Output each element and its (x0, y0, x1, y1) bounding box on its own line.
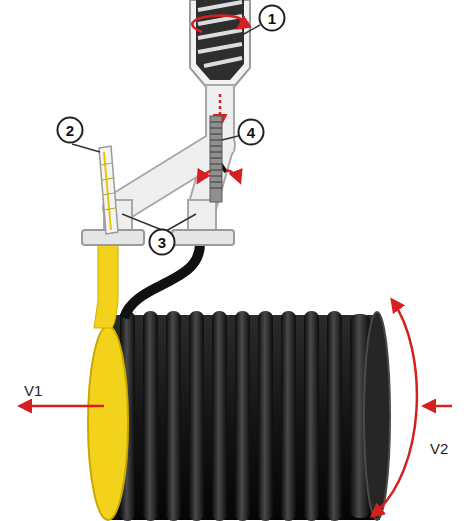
callout-number: 3 (148, 228, 176, 256)
ribbed-heater (210, 116, 222, 202)
velocity-label: V1 (24, 382, 42, 399)
callout-circle: 4 (237, 118, 265, 146)
callout-circle: 2 (56, 116, 84, 144)
callout-circle: 3 (148, 228, 176, 256)
additive-tube (99, 146, 118, 234)
corrugated-pipe (88, 311, 390, 521)
velocity-label: V2 (430, 440, 448, 457)
callout-number: 2 (56, 116, 84, 144)
callout-circle: 1 (258, 4, 286, 32)
motion-arrow (20, 300, 452, 516)
y-splitter (82, 84, 240, 245)
callout-number: 4 (237, 118, 265, 146)
screw-hopper (190, 0, 250, 88)
callout-number: 1 (258, 4, 286, 32)
leader-line (72, 25, 260, 231)
yellow-melt-flow (94, 244, 118, 328)
